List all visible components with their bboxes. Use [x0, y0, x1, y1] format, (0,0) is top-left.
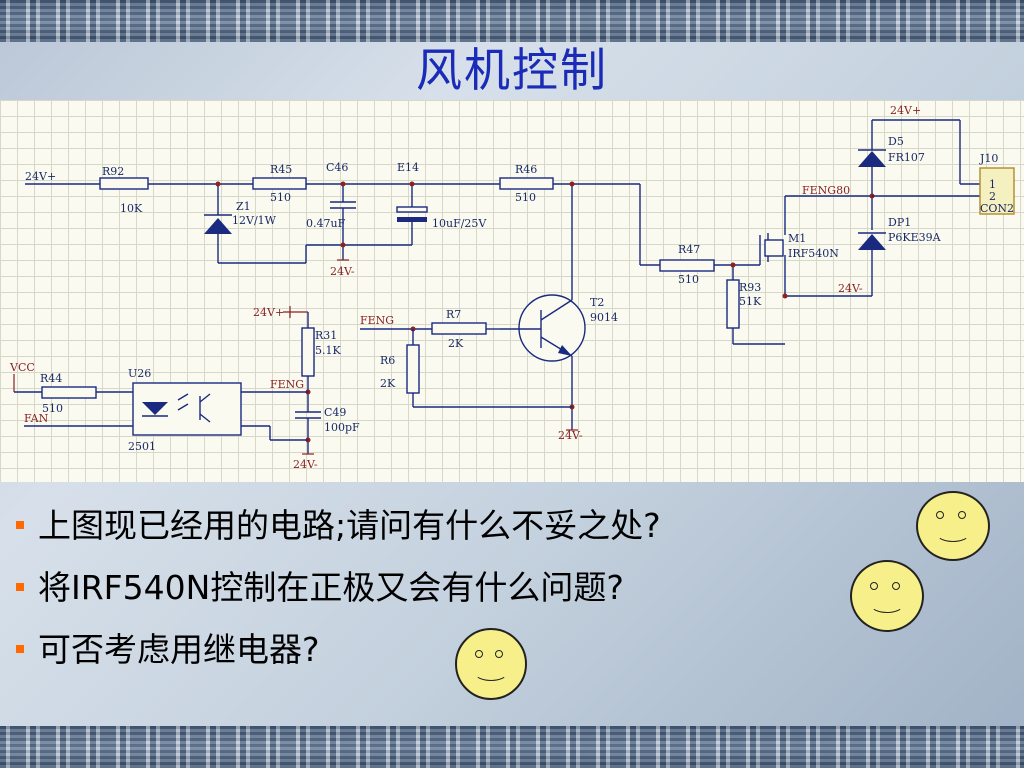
- bullet-marker: [16, 645, 24, 653]
- m1-ref: M1: [788, 232, 806, 245]
- net-24v-plus-right: 24V+: [890, 104, 921, 117]
- resistor-r47: [659, 259, 715, 272]
- net-feng-t2: FENG: [360, 314, 394, 327]
- r6-ref: R6: [380, 354, 395, 367]
- u26-ref: U26: [128, 367, 151, 380]
- j10-ref: J10: [979, 152, 998, 165]
- list-item: 上图现已经用的电路;请问有什么不妥之处?: [16, 492, 1016, 554]
- resistor-r44: [41, 386, 97, 399]
- r47-ref: R47: [678, 243, 700, 256]
- transistor-t2: [518, 294, 586, 362]
- z1-ref: Z1: [236, 200, 251, 213]
- fan-control-schematic: R92 10K 24V+ Z1 12V/1W R45 510 C46 0.47u…: [0, 100, 1024, 482]
- r47-value: 510: [678, 273, 699, 286]
- u26-value: 2501: [128, 440, 156, 453]
- j10-pin1: 1: [989, 178, 996, 191]
- net-feng80: FENG80: [802, 184, 850, 197]
- zener-z1: [204, 218, 232, 234]
- r92-ref: R92: [102, 165, 124, 178]
- r6-value: 2K: [380, 377, 396, 390]
- r92-value: 10K: [120, 202, 143, 215]
- smiley-face-icon: [850, 560, 924, 632]
- r93-ref: R93: [739, 281, 761, 294]
- bullet-marker: [16, 521, 24, 529]
- e14-ref: E14: [397, 161, 419, 174]
- c49-value: 100pF: [324, 421, 360, 434]
- smiley-face-icon: [455, 628, 527, 700]
- t2-value: 9014: [590, 311, 618, 324]
- resistor-r31: [301, 327, 315, 377]
- net-24v-plus-left: 24V+: [25, 170, 56, 183]
- r31-value: 5.1K: [315, 344, 341, 357]
- slide-title: 风机控制: [416, 43, 608, 97]
- m1-value: IRF540N: [788, 247, 839, 260]
- resistor-r93: [726, 279, 740, 329]
- net-feng-r31: FENG: [270, 378, 304, 391]
- list-item: 可否考虑用继电器?: [16, 616, 1016, 678]
- d5-value: FR107: [888, 151, 925, 164]
- resistor-r92: [99, 177, 149, 190]
- net-24v-minus-c49: 24V-: [293, 458, 318, 471]
- resistor-r6: [406, 344, 420, 394]
- r44-value: 510: [42, 402, 63, 415]
- resistor-r45: [252, 177, 307, 190]
- dp1-ref: DP1: [888, 216, 911, 229]
- bullet-text: 可否考虑用继电器?: [38, 630, 320, 669]
- bottom-decorative-border: [0, 726, 1024, 768]
- smiley-face-icon: [916, 491, 990, 561]
- resistor-r7: [431, 322, 487, 335]
- bullet-text: 将IRF540N控制在正极又会有什么问题?: [38, 568, 624, 607]
- r7-value: 2K: [448, 337, 464, 350]
- top-border-texture: [0, 0, 1024, 42]
- list-item: 将IRF540N控制在正极又会有什么问题?: [16, 554, 1016, 616]
- z1-value: 12V/1W: [232, 214, 277, 227]
- c46-value: 0.47uF: [306, 217, 346, 230]
- r44-ref: R44: [40, 372, 62, 385]
- question-list: 上图现已经用的电路;请问有什么不妥之处? 将IRF540N控制在正极又会有什么问…: [16, 492, 1016, 678]
- r46-value: 510: [515, 191, 536, 204]
- dp1-value: P6KE39A: [888, 231, 942, 244]
- net-24v-minus-t2: 24V-: [558, 429, 583, 442]
- e14-value: 10uF/25V: [432, 217, 487, 230]
- d5-ref: D5: [888, 135, 904, 148]
- r93-value: 51K: [739, 295, 762, 308]
- r31-ref: R31: [315, 329, 337, 342]
- r7-ref: R7: [446, 308, 461, 321]
- bottom-border-texture: [0, 726, 1024, 768]
- net-24v-minus-c46: 24V-: [330, 265, 355, 278]
- net-24v-plus-r31: 24V+: [253, 306, 284, 319]
- c46-ref: C46: [326, 161, 348, 174]
- resistor-r46: [499, 177, 554, 190]
- r46-ref: R46: [515, 163, 537, 176]
- net-vcc: VCC: [9, 361, 35, 374]
- net-24v-minus-right: 24V-: [838, 282, 863, 295]
- diode-d5: [858, 151, 886, 167]
- connector-j10: [979, 167, 1015, 215]
- c49-ref: C49: [324, 406, 346, 419]
- t2-ref: T2: [590, 296, 604, 309]
- bullet-marker: [16, 583, 24, 591]
- net-fan: FAN: [24, 412, 49, 425]
- j10-pin2: 2: [989, 190, 996, 203]
- j10-value: CON2: [980, 202, 1014, 215]
- schematic-drawing: R92 10K 24V+ Z1 12V/1W R45 510 C46 0.47u…: [9, 104, 1015, 471]
- r45-ref: R45: [270, 163, 292, 176]
- bullet-text: 上图现已经用的电路;请问有什么不妥之处?: [38, 506, 661, 545]
- r45-value: 510: [270, 191, 291, 204]
- tvs-dp1: [858, 234, 886, 250]
- top-decorative-border: [0, 0, 1024, 42]
